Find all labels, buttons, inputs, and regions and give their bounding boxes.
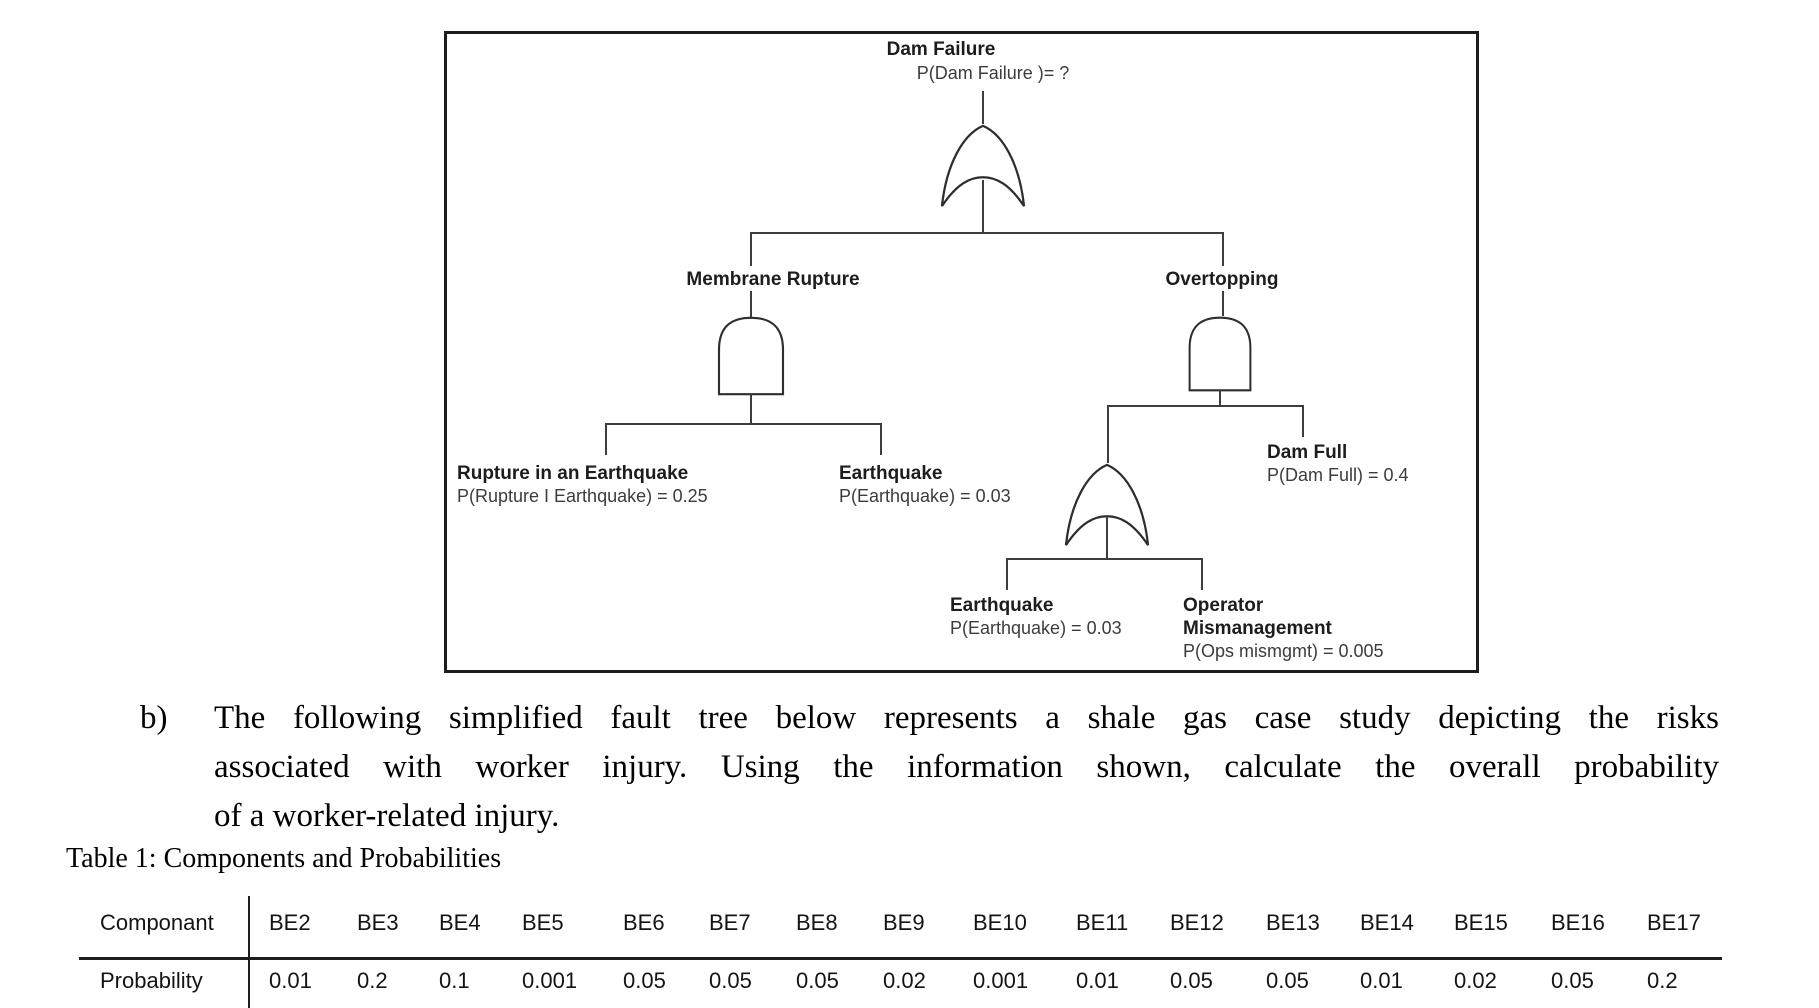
table-header: BE16: [1551, 910, 1605, 935]
table-header: BE4: [439, 910, 481, 935]
basic-event-operator-mismanagement: Operator Mismanagement P(Ops mismgmt) = …: [1183, 594, 1384, 663]
connector-line: [1006, 558, 1008, 590]
connector-line: [982, 91, 984, 124]
question-line-2: associated with worker injury. Using the…: [214, 749, 1719, 785]
connector-line: [1201, 558, 1203, 590]
table-value: 0.2: [1647, 968, 1678, 993]
table-header: BE14: [1360, 910, 1414, 935]
table-value: 0.2: [357, 968, 388, 993]
table-value: 0.01: [269, 968, 312, 993]
connector-line: [1219, 390, 1221, 405]
table-value: 0.05: [709, 968, 752, 993]
table-value: 0.05: [1551, 968, 1594, 993]
branch-bar: [1107, 405, 1304, 407]
table-header: BE6: [623, 910, 665, 935]
table-header: BE5: [522, 910, 564, 935]
overtopping-label: Overtopping: [1165, 269, 1279, 290]
basic-event-probability: P(Earthquake) = 0.03: [839, 486, 1011, 506]
connector-line: [1107, 405, 1109, 463]
table-value: 0.05: [796, 968, 839, 993]
table-horizontal-rule: [79, 957, 1722, 960]
membrane-rupture-label: Membrane Rupture: [686, 269, 860, 290]
connector-line: [750, 232, 752, 266]
table-value: 0.05: [1266, 968, 1309, 993]
table-value: 0.001: [522, 968, 578, 993]
basic-event-title: Earthquake: [950, 595, 1054, 616]
basic-event-title: Earthquake: [839, 463, 943, 484]
table-value: 0.01: [1076, 968, 1119, 993]
connector-line: [1106, 516, 1108, 558]
or-gate-icon: [934, 124, 1032, 208]
branch-bar: [605, 423, 882, 425]
table-row-label-probability: Probability: [100, 968, 203, 993]
branch-bar: [750, 232, 1224, 234]
table-value: 0.001: [973, 968, 1029, 993]
connector-line: [605, 423, 607, 455]
top-event-title: Dam Failure: [886, 39, 996, 60]
connector-line: [750, 291, 752, 318]
basic-event-probability: P(Dam Full) = 0.4: [1267, 465, 1409, 485]
table-header: BE15: [1454, 910, 1508, 935]
fault-tree-frame: Dam Failure P(Dam Failure )= ? Membrane …: [444, 31, 1479, 673]
table-value: 0.02: [1454, 968, 1497, 993]
branch-bar: [1006, 558, 1203, 560]
table-value: 0.1: [439, 968, 470, 993]
and-gate-icon: [705, 316, 797, 396]
table-vertical-rule: [248, 896, 250, 1008]
basic-event-title: Rupture in an Earthquake: [457, 463, 689, 484]
basic-event-dam-full: Dam Full P(Dam Full) = 0.4: [1267, 441, 1409, 487]
connector-line: [750, 394, 752, 423]
table-header: BE9: [883, 910, 925, 935]
table-row-label-component: Componant: [100, 910, 214, 935]
basic-event-title-line2: Mismanagement: [1183, 618, 1332, 639]
basic-event-title-line1: Operator: [1183, 595, 1264, 616]
basic-event-title: Dam Full: [1267, 442, 1348, 463]
basic-event-earthquake-overtopping: Earthquake P(Earthquake) = 0.03: [950, 594, 1122, 640]
question-line-1: The following simplified fault tree belo…: [214, 700, 1719, 736]
basic-event-rupture: Rupture in an Earthquake P(Rupture I Ear…: [457, 462, 708, 508]
connector-line: [982, 180, 984, 232]
table-value: 0.05: [1170, 968, 1213, 993]
connector-line: [1222, 232, 1224, 266]
table-header: BE2: [269, 910, 311, 935]
table-header: BE12: [1170, 910, 1224, 935]
table-value: 0.01: [1360, 968, 1403, 993]
basic-event-earthquake-membrane: Earthquake P(Earthquake) = 0.03: [839, 462, 1011, 508]
basic-event-probability: P(Earthquake) = 0.03: [950, 618, 1122, 638]
connector-line: [1302, 405, 1304, 437]
table-value: 0.05: [623, 968, 666, 993]
table-header: BE13: [1266, 910, 1320, 935]
connector-line: [880, 423, 882, 455]
table-header: BE7: [709, 910, 751, 935]
table-header: BE10: [973, 910, 1027, 935]
basic-event-probability: P(Ops mismgmt) = 0.005: [1183, 641, 1384, 661]
table-caption: Table 1: Components and Probabilities: [66, 843, 502, 874]
question-item-label: b): [140, 700, 168, 736]
table-header: BE11: [1076, 910, 1129, 935]
table-value: 0.02: [883, 968, 926, 993]
table-header: BE17: [1647, 910, 1701, 935]
question-line-3: of a worker-related injury.: [214, 798, 560, 834]
connector-line: [1222, 291, 1224, 316]
table-header: BE8: [796, 910, 838, 935]
top-event-probability: P(Dam Failure )= ?: [916, 63, 1070, 83]
table-header: BE3: [357, 910, 399, 935]
basic-event-probability: P(Rupture I Earthquake) = 0.25: [457, 486, 708, 506]
and-gate-icon: [1174, 316, 1266, 392]
